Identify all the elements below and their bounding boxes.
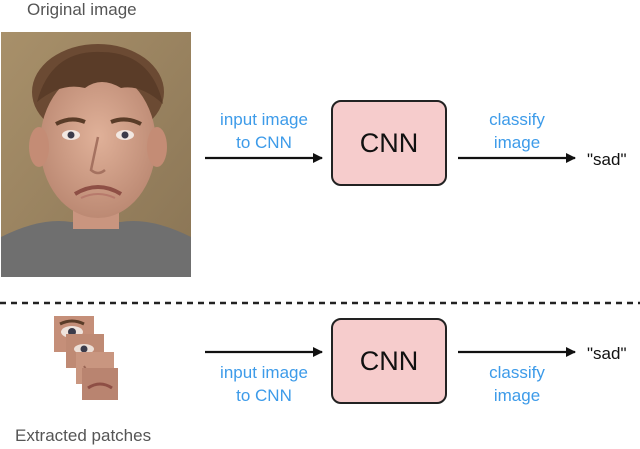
bottom-arrow1-label-line2: to CNN	[236, 386, 292, 405]
face-photo	[1, 32, 191, 277]
bottom-arrow1-label: input image to CNN	[205, 361, 323, 407]
extracted-patches	[54, 316, 118, 400]
top-arrow2-label-line2: image	[493, 133, 541, 152]
bottom-arrow2-label-line2: image	[493, 386, 541, 405]
bottom-arrow2-label: classify image	[458, 361, 576, 407]
original-image-caption: Original image	[27, 0, 137, 19]
top-arrow2-label: classify image	[458, 108, 576, 154]
bottom-cnn-node: CNN	[331, 318, 447, 404]
extracted-patches-caption: Extracted patches	[15, 426, 152, 445]
bottom-cnn-node-label: CNN	[359, 345, 419, 376]
top-cnn-node-label: CNN	[359, 127, 419, 158]
top-arrow1-label-line2: to CNN	[236, 133, 292, 152]
bottom-output-label: "sad"	[587, 344, 627, 363]
top-cnn-node: CNN	[331, 100, 447, 186]
top-arrow1-label: input image to CNN	[205, 108, 323, 154]
patch-4	[82, 368, 118, 400]
top-arrow2-label-line1: classify	[489, 110, 545, 129]
bottom-arrow2-label-line1: classify	[489, 363, 545, 382]
top-arrow1-label-line1: input image	[220, 110, 308, 129]
top-output-label: "sad"	[587, 150, 627, 169]
bottom-arrow1-label-line1: input image	[220, 363, 308, 382]
